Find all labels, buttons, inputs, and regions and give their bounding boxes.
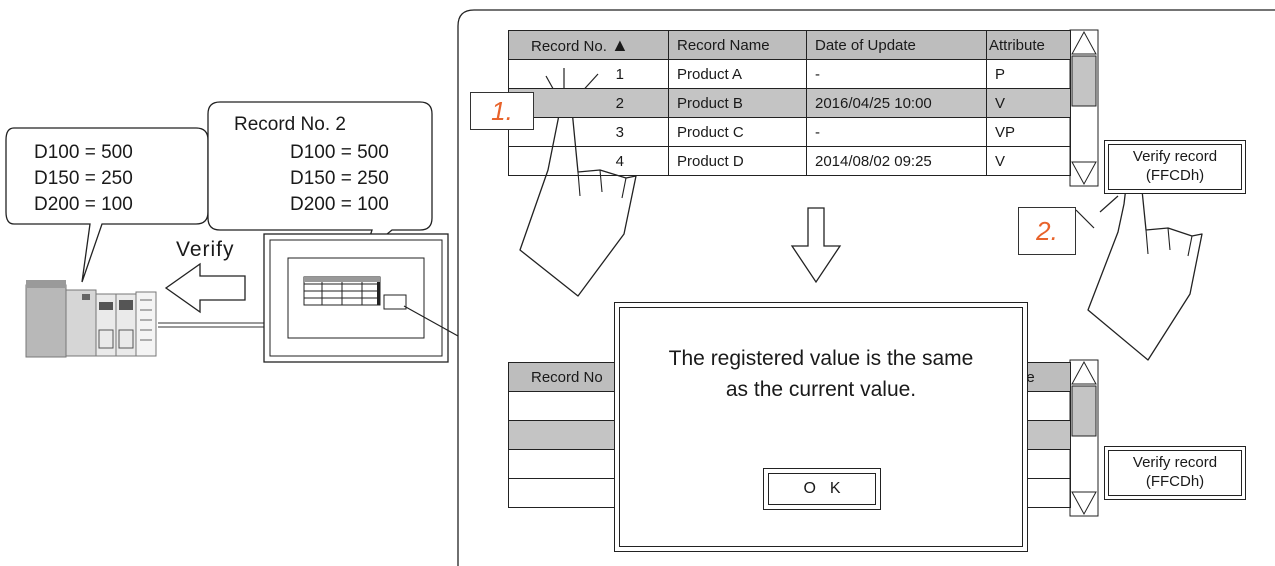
- verify-button-code: (FFCDh): [1145, 167, 1205, 184]
- got-register-values: D100 = 500 D150 = 250 D200 = 100: [290, 140, 389, 218]
- got-callout-title: Record No. 2: [234, 114, 346, 135]
- lower-scrollbar: [1069, 359, 1099, 517]
- verify-arrow-icon: [164, 262, 246, 314]
- column-header-label: Record No.: [531, 37, 607, 55]
- step-2-marker: 2.: [1018, 207, 1076, 255]
- column-header-record-name[interactable]: Record Name: [668, 30, 807, 60]
- upper-scrollbar: [1069, 29, 1099, 187]
- plc-register-values: D100 = 500 D150 = 250 D200 = 100: [34, 140, 133, 218]
- cell-record-name: Product C: [668, 117, 807, 147]
- cell-date: 2016/04/25 10:00: [806, 88, 987, 118]
- column-header-date[interactable]: Date of Update: [806, 30, 987, 60]
- plc-register-line: D200 = 100: [34, 194, 133, 215]
- ok-button[interactable]: OK: [763, 468, 881, 510]
- transition-arrow-icon: [790, 207, 842, 284]
- cell-attribute: P: [986, 59, 1071, 89]
- column-header-record-no[interactable]: Record No. ▲: [508, 30, 669, 60]
- cell-record-name: Product D: [668, 146, 807, 176]
- verify-button-label: Verify record: [1132, 454, 1218, 471]
- column-header-attribute[interactable]: Attribute: [986, 30, 1071, 60]
- table-row[interactable]: 1 Product A - P: [508, 59, 1071, 89]
- cell-record-name: Product B: [668, 88, 807, 118]
- verify-button-label: Verify record: [1132, 148, 1218, 165]
- got-register-line: D100 = 500: [290, 142, 389, 163]
- verify-record-button-after[interactable]: Verify record (FFCDh): [1104, 446, 1246, 500]
- step-1-marker: 1.: [470, 92, 534, 130]
- dialog-message: The registered value is the same as the …: [668, 347, 974, 401]
- table-header-row: Record No. ▲ Record Name Date of Update …: [508, 30, 1071, 60]
- cell-date: -: [806, 117, 987, 147]
- cell-record-no: 2: [508, 88, 669, 118]
- record-list-table[interactable]: Record No. ▲ Record Name Date of Update …: [508, 30, 1071, 176]
- cell-record-no: 4: [508, 146, 669, 176]
- verify-button-code: (FFCDh): [1145, 473, 1205, 490]
- verify-label: Verify: [176, 238, 235, 261]
- plc-callout-bubble: [5, 127, 209, 283]
- cell-attribute: VP: [986, 117, 1071, 147]
- got-terminal-icon: [263, 233, 449, 363]
- plc-register-line: D150 = 250: [34, 168, 133, 189]
- plc-device-icon: [25, 280, 157, 358]
- verify-record-button[interactable]: Verify record (FFCDh): [1104, 140, 1246, 194]
- cell-attribute: V: [986, 88, 1071, 118]
- screen-zoom-frame: [457, 9, 1275, 566]
- cell-date: -: [806, 59, 987, 89]
- table-row[interactable]: 3 Product C - VP: [508, 117, 1071, 147]
- got-register-line: D200 = 100: [290, 194, 389, 215]
- got-register-line: D150 = 250: [290, 168, 389, 189]
- cell-attribute: V: [986, 146, 1071, 176]
- cell-record-no: 1: [508, 59, 669, 89]
- cell-record-name: Product A: [668, 59, 807, 89]
- plc-register-line: D100 = 500: [34, 142, 133, 163]
- cell-date: 2014/08/02 09:25: [806, 146, 987, 176]
- verify-result-dialog: The registered value is the same as the …: [614, 302, 1028, 552]
- sort-ascending-icon: ▲: [611, 34, 629, 55]
- table-row[interactable]: 4 Product D 2014/08/02 09:25 V: [508, 146, 1071, 176]
- table-row-selected[interactable]: 2 Product B 2016/04/25 10:00 V: [508, 88, 1071, 118]
